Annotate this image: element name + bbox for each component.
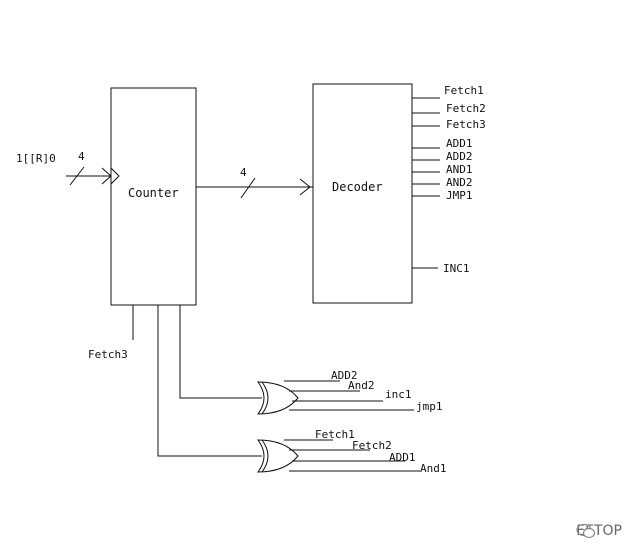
decoder-inc-label: INC1	[443, 262, 470, 275]
or-gate-2	[257, 439, 299, 473]
fetch3-label: Fetch3	[88, 348, 128, 361]
decoder-out-label: AND2	[446, 176, 473, 189]
counter-input-label: 1[[R]0	[16, 152, 56, 165]
decoder-out-label: Fetch3	[446, 118, 486, 131]
bus-width-label: 4	[240, 166, 247, 179]
decoder-label: Decoder	[332, 180, 383, 194]
decoder-out-label: ADD1	[446, 137, 473, 150]
counter-input-arrow	[101, 167, 112, 185]
bus-slash	[240, 177, 256, 199]
gate1-input-label: inc1	[385, 388, 412, 401]
gate1-input-label: jmp1	[416, 400, 443, 413]
decoder-out-label: Fetch1	[444, 84, 484, 97]
counter-block	[110, 87, 197, 306]
decoder-out-label: JMP1	[446, 189, 473, 202]
gate1-input-label: ADD2	[331, 369, 358, 382]
decoder-out-label: ADD2	[446, 150, 473, 163]
gate2-input-label: Fetch1	[315, 428, 355, 441]
gate1-input-label: And2	[348, 379, 375, 392]
or-gate-1-double-curve	[261, 381, 269, 415]
bus-arrow	[299, 178, 311, 196]
counter-label: Counter	[128, 186, 179, 200]
or-gate-1	[257, 381, 299, 415]
gate2-feed-wire	[157, 305, 262, 457]
gate2-input-label: ADD1	[389, 451, 416, 464]
counter-clock-mark	[110, 167, 120, 185]
decoder-block	[312, 83, 413, 304]
watermark: EETOP	[576, 523, 622, 539]
gate1-feed-wire	[179, 305, 262, 399]
counter-input-width: 4	[78, 150, 85, 163]
gate2-input-label: Fetch2	[352, 439, 392, 452]
counter-input-bus-slash	[69, 166, 85, 186]
decoder-out-label: AND1	[446, 163, 473, 176]
wechat-icon	[576, 523, 596, 539]
decoder-out-label: Fetch2	[446, 102, 486, 115]
or-gate-2-double-curve	[261, 439, 269, 473]
gate2-input-label: And1	[420, 462, 447, 475]
